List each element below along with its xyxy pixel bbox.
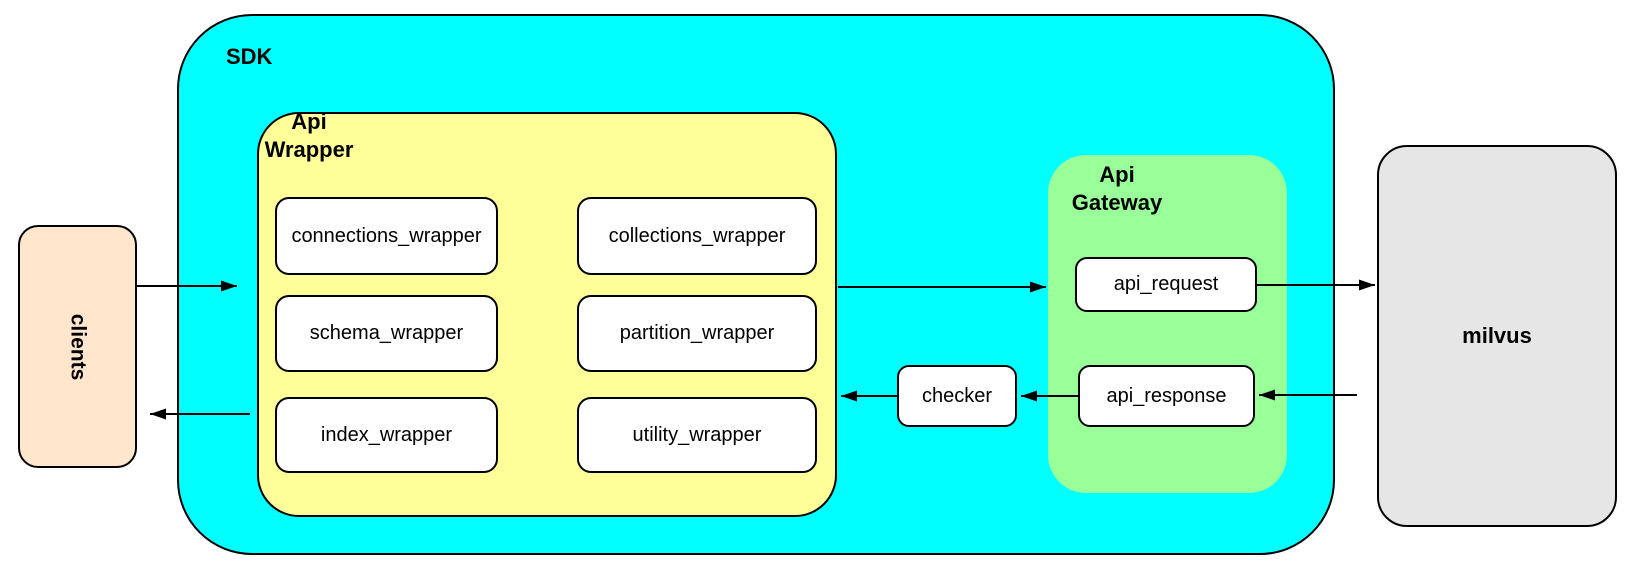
milvus-node: milvus (1377, 145, 1617, 527)
schema-wrapper-label: schema_wrapper (309, 322, 464, 344)
clients-node: clients (18, 225, 137, 468)
api-response-box: api_response (1078, 365, 1255, 427)
partition-wrapper-box: partition_wrapper (577, 295, 817, 372)
api-gateway-container (1048, 155, 1287, 493)
connections-wrapper-label: connections_wrapper (291, 224, 482, 247)
collections-wrapper-box: collections_wrapper (577, 197, 817, 275)
utility-wrapper-box: utility_wrapper (577, 397, 817, 473)
api-response-label: api_response (1106, 384, 1227, 407)
checker-label: checker (921, 384, 993, 407)
index-wrapper-label: index_wrapper (320, 423, 453, 446)
api-request-box: api_request (1075, 257, 1257, 312)
clients-label: clients (66, 313, 90, 380)
collections-wrapper-label: collections_wrapper (608, 224, 786, 247)
api-request-label: api_request (1113, 273, 1219, 295)
schema-wrapper-box: schema_wrapper (275, 295, 498, 372)
api-wrapper-label: Api Wrapper (264, 109, 354, 162)
checker-box: checker (897, 365, 1017, 427)
milvus-label: milvus (1462, 323, 1532, 348)
partition-wrapper-label: partition_wrapper (619, 322, 775, 344)
api-gateway-label: Api Gateway (1071, 162, 1163, 215)
sdk-label: SDK (226, 44, 273, 69)
utility-wrapper-label: utility_wrapper (632, 423, 762, 446)
connections-wrapper-box: connections_wrapper (275, 197, 498, 275)
index-wrapper-box: index_wrapper (275, 397, 498, 473)
